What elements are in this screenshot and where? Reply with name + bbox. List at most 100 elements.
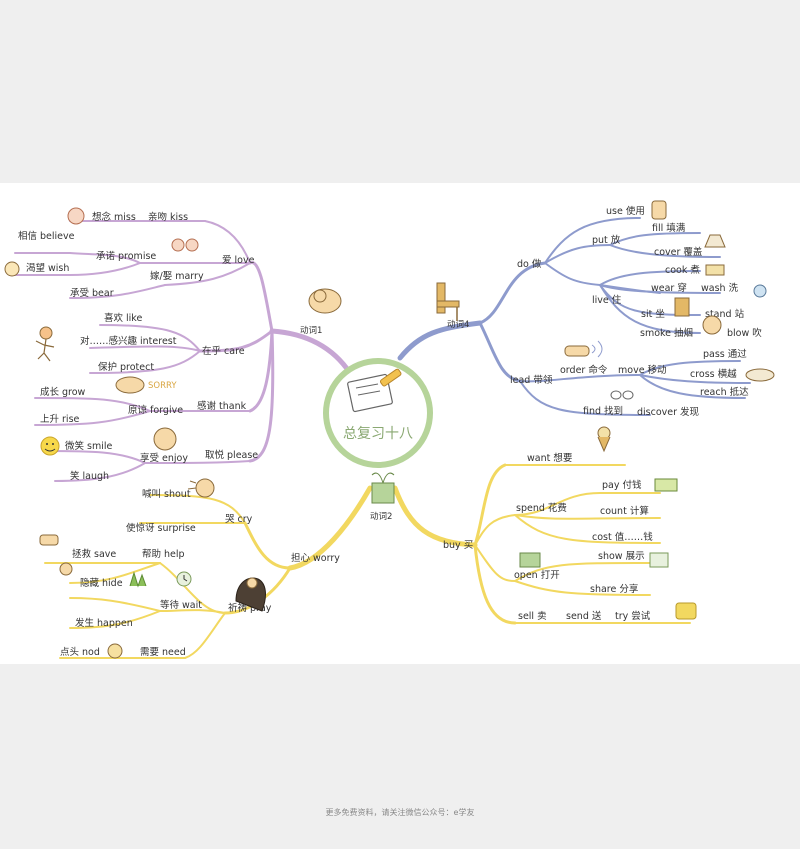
protect-label: 保护 protect xyxy=(98,361,154,373)
enjoy-face-icon xyxy=(153,427,177,451)
tool-hand-icon xyxy=(651,200,667,220)
please-label: 取悦 please xyxy=(205,449,258,461)
happen-label: 发生 happen xyxy=(75,617,133,629)
believe-label: 相信 believe xyxy=(18,230,75,242)
wish-face-icon xyxy=(4,261,20,277)
cross-label: cross 横越 xyxy=(690,368,737,380)
save-label: 拯救 save xyxy=(72,548,116,560)
verb2-label: 动词2 xyxy=(370,511,392,522)
cost-label: cost 值……钱 xyxy=(592,531,653,543)
bear-label: 承受 bear xyxy=(70,287,114,299)
fill-label: fill 填满 xyxy=(652,222,686,234)
send-label: send 送 xyxy=(566,610,602,622)
footprints-icon xyxy=(610,390,634,400)
pay-label: pay 付钱 xyxy=(602,479,642,491)
mind-map-canvas: 总复习十八 动词1 动词2 动词4 爱 love 想念 miss 亲吻 kiss… xyxy=(0,183,800,664)
clock-icon xyxy=(176,571,192,587)
sit-label: sit 坐 xyxy=(641,309,665,320)
live-label: live 住 xyxy=(592,294,622,306)
smoking-face-icon xyxy=(702,315,722,335)
order-label: order 命令 xyxy=(560,364,608,376)
promise-label: 承诺 promise xyxy=(96,251,156,262)
forgive-label: 原谅 forgive xyxy=(128,404,183,416)
center-node: 总复习十八 xyxy=(323,358,433,468)
nod-label: 点头 nod xyxy=(60,646,100,658)
gift-box-icon xyxy=(371,472,395,504)
branch-verb1-lines xyxy=(9,220,353,482)
laugh-label: 笑 laugh xyxy=(70,470,109,482)
rescue-hand-icon xyxy=(39,534,73,576)
spend-label: spend 花费 xyxy=(516,502,567,514)
care-label: 在乎 care xyxy=(202,345,245,357)
reach-label: reach 抵达 xyxy=(700,386,749,398)
worry-label: 担心 worry xyxy=(291,552,340,564)
use-label: use 使用 xyxy=(606,205,645,217)
put-label: put 放 xyxy=(592,234,621,246)
nodding-face-icon xyxy=(107,643,123,659)
do-label: do 做 xyxy=(517,258,542,270)
want-label: want 想要 xyxy=(527,452,572,464)
smiley-icon xyxy=(40,436,60,456)
rise-label: 上升 rise xyxy=(40,414,80,425)
pass-label: pass 通过 xyxy=(703,348,747,360)
wash-label: wash 洗 xyxy=(701,282,739,294)
shout-label: 喊叫 shout xyxy=(142,488,191,500)
money-hand-icon xyxy=(654,478,678,492)
lead-label: lead 带领 xyxy=(510,374,553,386)
count-label: count 计算 xyxy=(600,505,649,517)
mind-map-svg: 总复习十八 动词1 动词2 动词4 爱 love 想念 miss 亲吻 kiss… xyxy=(4,200,775,659)
wish-label: 渴望 wish xyxy=(26,262,69,274)
open-box-icon xyxy=(519,552,541,568)
love-label: 爱 love xyxy=(222,254,255,266)
ice-cream-icon xyxy=(597,426,611,453)
wait-label: 等待 wait xyxy=(160,599,202,611)
washing-hand-icon xyxy=(753,284,767,298)
smile-label: 微笑 smile xyxy=(65,440,113,452)
thank-label: 感谢 thank xyxy=(197,400,247,412)
show-label: show 展示 xyxy=(598,551,645,562)
sorry-label: SORRY xyxy=(148,381,177,391)
help-label: 帮助 help xyxy=(142,548,185,560)
cover-label: cover 覆盖 xyxy=(654,246,703,258)
surprise-label: 使惊讶 surprise xyxy=(126,522,196,534)
branch-verb3-lines xyxy=(392,463,691,625)
buy-label: buy 买 xyxy=(443,540,473,551)
footer-note: 更多免费资料，请关注微信公众号：e学友 xyxy=(325,808,475,817)
marry-label: 嫁/娶 marry xyxy=(150,270,204,282)
branch-verb2-lines xyxy=(44,485,373,659)
verb1-label: 动词1 xyxy=(300,325,322,336)
interest-label: 对……感兴趣 interest xyxy=(80,335,177,347)
kiss-face-icon xyxy=(67,207,85,225)
running-person-icon xyxy=(35,326,55,362)
grow-label: 成长 grow xyxy=(40,386,86,398)
like-label: 喜欢 like xyxy=(104,312,142,324)
hand-icon xyxy=(115,376,145,394)
smoke-label: smoke 抽烟 xyxy=(640,327,693,339)
chair-icon xyxy=(436,282,460,321)
cry-label: 哭 cry xyxy=(225,514,253,525)
sitting-chair-icon xyxy=(674,297,690,317)
discover-label: discover 发现 xyxy=(637,406,700,418)
center-title: 总复习十八 xyxy=(343,425,413,442)
paper-pen-icon xyxy=(347,368,402,413)
kiss-label: 亲吻 kiss xyxy=(148,211,188,223)
sell-label: sell 卖 xyxy=(518,611,547,622)
lamp-icon xyxy=(704,234,726,248)
miss-label: 想念 miss xyxy=(92,211,136,223)
display-icon xyxy=(649,552,669,568)
pointing-hand-icon xyxy=(564,340,603,358)
share-label: share 分享 xyxy=(590,583,638,595)
couple-icon xyxy=(171,238,199,252)
lying-person-icon xyxy=(308,288,342,314)
cook-label: cook 煮 xyxy=(665,264,700,276)
cooking-pot-icon xyxy=(705,264,725,276)
lying-figure-icon xyxy=(745,368,775,382)
try-label: try 尝试 xyxy=(615,610,651,622)
verb4-label: 动词4 xyxy=(447,319,469,330)
phone-icon xyxy=(675,602,697,620)
open-label: open 打开 xyxy=(514,569,560,581)
branch-verb4-lines xyxy=(397,217,751,416)
praying-person-icon xyxy=(235,577,266,612)
hide-label: 隐藏 hide xyxy=(80,577,123,589)
find-label: find 找到 xyxy=(583,405,623,417)
